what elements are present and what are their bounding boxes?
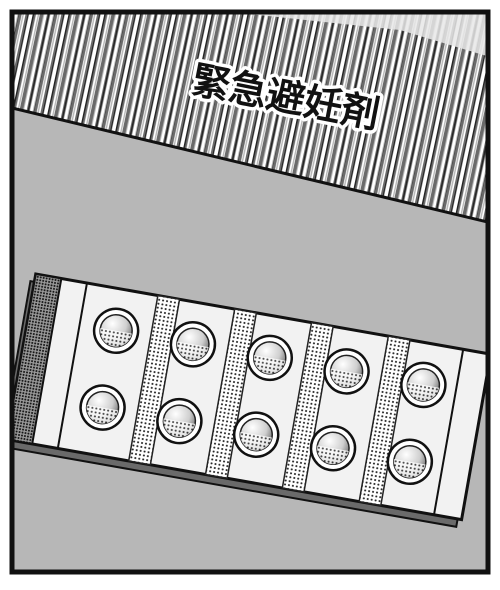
pill <box>92 307 140 355</box>
pill <box>246 334 293 382</box>
perforation-strip-2 <box>204 308 258 480</box>
pill <box>156 397 203 445</box>
panel-border <box>9 9 491 575</box>
blister-end-tab <box>12 272 63 446</box>
pill <box>386 438 434 486</box>
perforation-strip-1 <box>127 294 181 466</box>
blister-pack <box>12 272 488 528</box>
perforation-strip-4 <box>358 335 411 507</box>
pill <box>309 424 357 472</box>
perforation-strip-3 <box>281 321 335 493</box>
pill <box>400 361 447 409</box>
pill <box>323 348 370 395</box>
pill <box>79 384 126 431</box>
pill <box>232 411 280 458</box>
pill <box>169 321 217 368</box>
